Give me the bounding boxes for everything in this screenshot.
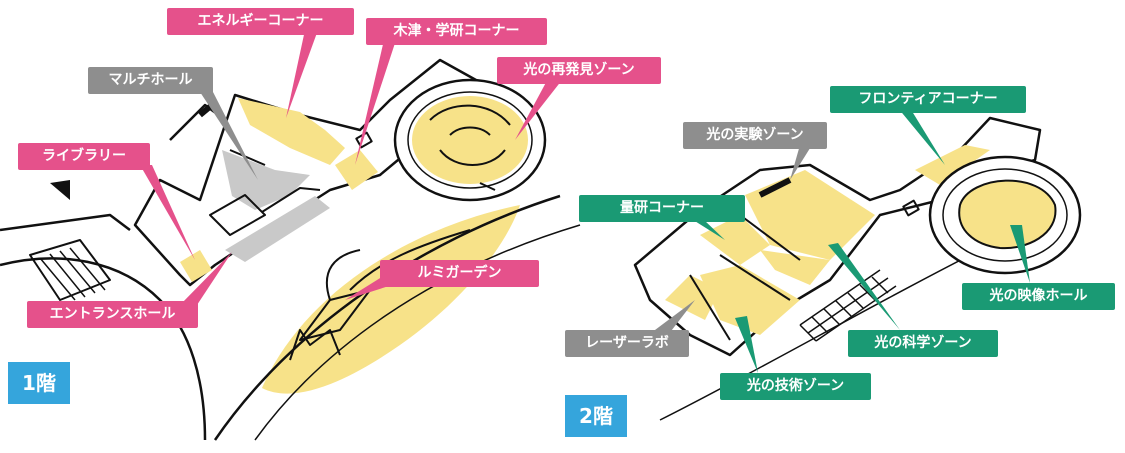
small-room (902, 199, 920, 217)
small-room (355, 131, 373, 149)
label-light-rediscovery-zone[interactable]: 光の再発見ゾーン (497, 57, 661, 84)
label-energy-corner[interactable]: エネルギーコーナー (167, 8, 354, 35)
label-frontier-corner[interactable]: フロンティアコーナー (830, 86, 1026, 113)
library-area (180, 250, 212, 282)
label-light-video-hall[interactable]: 光の映像ホール (962, 283, 1115, 310)
science-zone-area (760, 250, 830, 285)
leader-video (1010, 225, 1030, 283)
seating-grid (799, 269, 897, 342)
label-lumi-garden[interactable]: ルミガーデン (380, 260, 539, 287)
leader-library (140, 165, 195, 260)
floor-2-plan (633, 116, 1082, 421)
label-kizu-gakken-corner[interactable]: 木津・学研コーナー (366, 18, 547, 45)
energy-corner-area (238, 98, 345, 165)
leader-experiment (790, 145, 812, 180)
leader-rediscovery (515, 75, 562, 140)
floor-badge-1: 1階 (8, 362, 70, 404)
leader-ryoken (690, 218, 725, 240)
garden-path (289, 329, 341, 361)
leader-kizu (355, 40, 396, 165)
video-hall-ring (942, 168, 1068, 262)
label-multi-hall[interactable]: マルチホール (88, 67, 213, 94)
parking-line (39, 247, 106, 301)
label-library[interactable]: ライブラリー (18, 143, 150, 170)
building-outline (633, 116, 1042, 357)
wall (209, 194, 266, 236)
floor-1-leaders-gray (200, 92, 258, 180)
leader-energy (286, 30, 318, 118)
label-ryoken-corner[interactable]: 量研コーナー (579, 195, 745, 222)
label-entrance-hall[interactable]: エントランスホール (27, 301, 198, 328)
floor-badge-2: 2階 (565, 395, 627, 437)
ryoken-corner-area (700, 215, 770, 265)
wall (739, 214, 801, 261)
leader-multihall (200, 92, 258, 180)
garden-path (349, 229, 471, 291)
floor-1-plan (0, 58, 581, 441)
floor-2-leaders-gray (655, 145, 812, 335)
label-light-technology-zone[interactable]: 光の技術ゾーン (720, 373, 871, 400)
video-hall-area (958, 179, 1057, 250)
frontier-corner-area (915, 145, 990, 185)
wall (719, 254, 791, 301)
wall (689, 274, 731, 341)
label-light-science-zone[interactable]: 光の科学ゾーン (848, 330, 998, 357)
rediscovery-zone-area (412, 96, 528, 184)
leader-frontier (898, 108, 945, 165)
rediscovery-door (479, 182, 496, 191)
leader-science (828, 243, 900, 330)
kizu-corner-area (335, 150, 378, 190)
rediscovery-walls (429, 104, 511, 166)
wall (229, 149, 266, 166)
floor-2-leaders (690, 108, 1030, 373)
garden-path (325, 249, 361, 301)
entrance-hall-area (225, 196, 330, 262)
leader-laser (655, 300, 695, 335)
leader-entrance (180, 252, 232, 308)
wall (758, 177, 792, 198)
lumi-garden-area (262, 205, 520, 394)
road-edge (659, 239, 1001, 421)
wall (261, 187, 321, 213)
road-edge (254, 224, 581, 441)
technology-zone-area (700, 265, 800, 335)
road-edge (0, 213, 131, 232)
label-laser-lab[interactable]: レーザーラボ (565, 330, 689, 357)
rediscovery-inner-ring (407, 91, 533, 189)
entrance-marker (50, 180, 70, 200)
parking-block (29, 239, 111, 301)
label-light-experiment-zone[interactable]: 光の実験ゾーン (683, 122, 827, 149)
experiment-zone-area (745, 170, 875, 260)
leader-technology (735, 316, 758, 373)
road-edge (0, 257, 207, 441)
